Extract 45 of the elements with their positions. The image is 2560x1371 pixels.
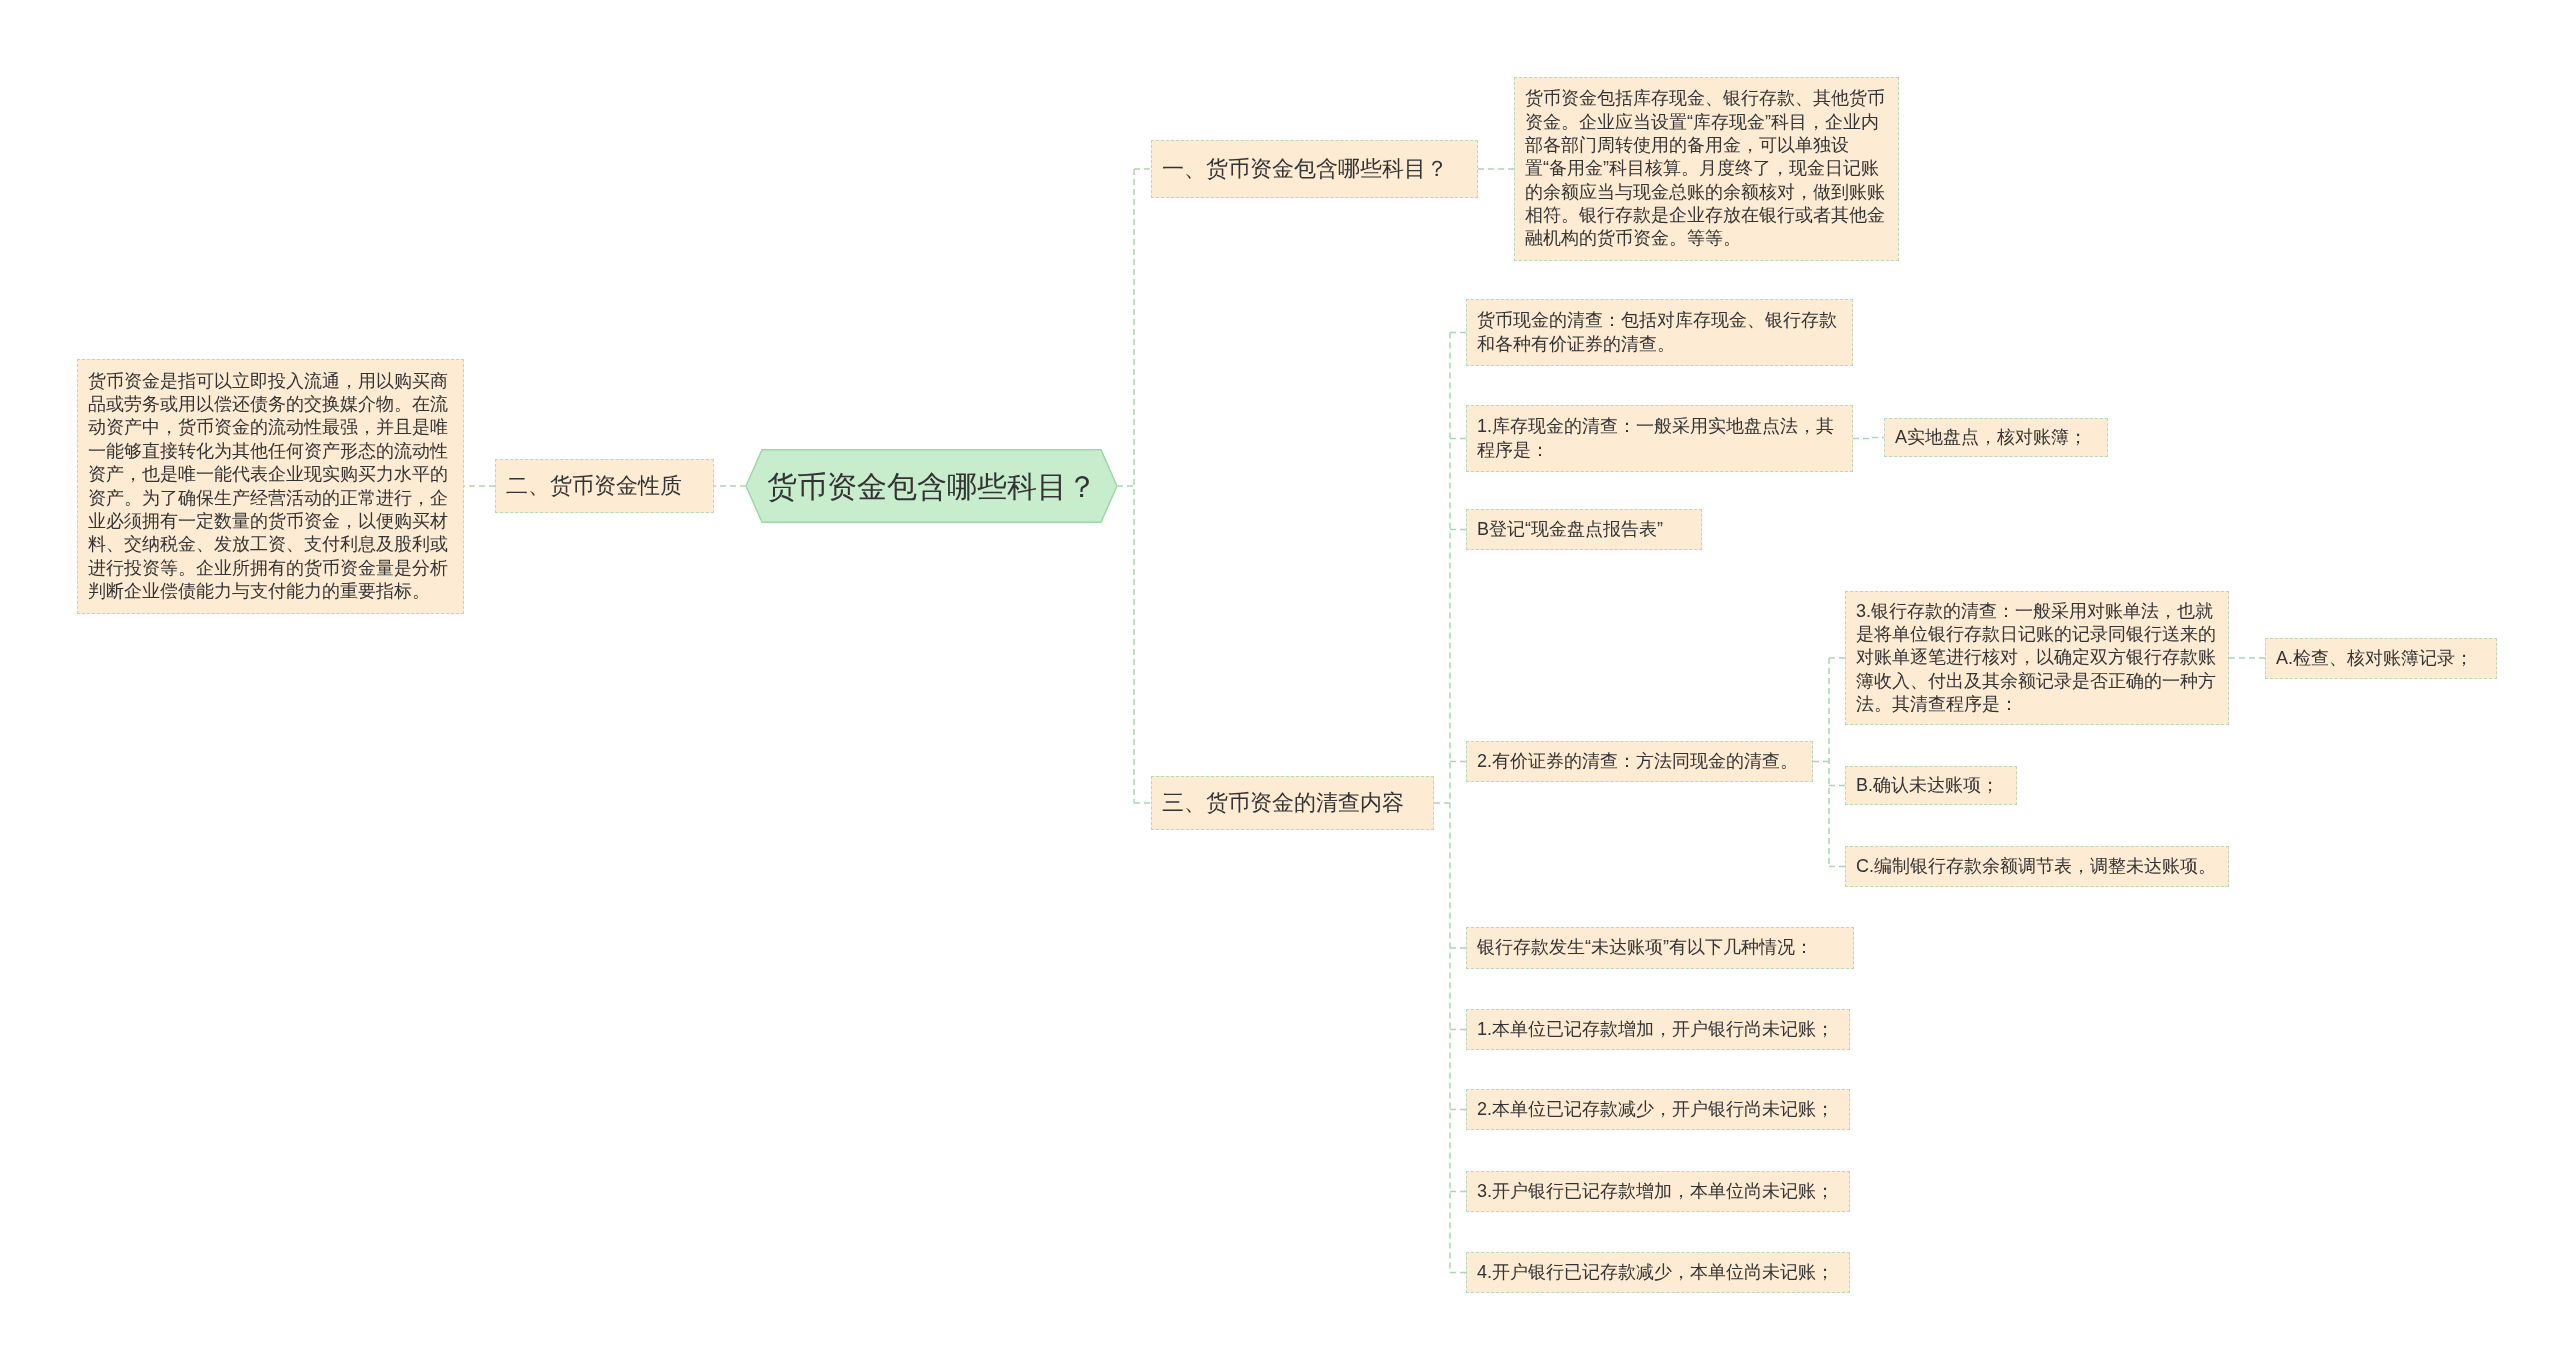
subtopic-box xyxy=(1466,1171,1850,1212)
subtopic-box xyxy=(1514,77,1899,261)
subtopic-box xyxy=(1466,299,1853,366)
subtopic-box xyxy=(1466,405,1853,472)
subtopic-box xyxy=(1845,846,2229,887)
subtopic-text: 2.有价证券的清查：方法同现金的清查。 xyxy=(1477,749,1798,773)
connector-line xyxy=(1812,657,1846,868)
subtopic-text: 货币资金包括库存现金、银行存款、其他货币资金。企业应当设置“库存现金”科目，企业内部各部门周转使用的备用金，可以单独设置“备用金”科目核算。月度终了，现金日记账的余额应当与现金总账的余额核对，做到账账相符。银行存款是企业存放在银行或者其他金融机构的货币资金。等等。 xyxy=(1525,87,1886,251)
connector-line xyxy=(2228,657,2266,659)
subtopic-text: 4.开户银行已记存款减少，本单位尚未记账； xyxy=(1477,1260,1834,1284)
subtopic-box xyxy=(2265,638,2497,679)
subtopic-text: A实地盘点，核对账簿； xyxy=(1895,425,2087,449)
branch-topic-text: 三、货币资金的清查内容 xyxy=(1162,788,1404,817)
subtopic-text: 3.开户银行已记存款增加，本单位尚未记账； xyxy=(1477,1179,1834,1203)
branch-topic-box xyxy=(495,459,714,513)
branch-topic-text: 二、货币资金性质 xyxy=(506,471,682,500)
subtopic-text: B.确认未达账项； xyxy=(1856,773,1999,797)
subtopic-box xyxy=(1884,418,2108,457)
connector-line xyxy=(1852,436,1885,440)
connector-line xyxy=(713,485,747,487)
subtopic-box xyxy=(1466,1089,1850,1130)
connector-line xyxy=(1433,331,1467,1274)
subtopic-text: 1.本单位已记存款增加，开户银行尚未记账； xyxy=(1477,1017,1834,1041)
subtopic-text: B登记“现金盘点报告表” xyxy=(1477,517,1663,541)
branch-topic-text: 一、货币资金包含哪些科目？ xyxy=(1162,154,1448,183)
connector-line xyxy=(1477,168,1515,170)
subtopic-text: 1.库存现金的清查：一般采用实地盘点法，其程序是： xyxy=(1477,415,1835,462)
subtopic-text: 3.银行存款的清查：一般采用对账单法，也就是将单位银行存款日记账的记录同银行送来的对账单逐笔进行核对，以确定双方银行存款账簿收入、付出及其余额记录是否正确的一种方法。其清查程序是： xyxy=(1856,599,2217,717)
subtopic-text: C.编制银行存款余额调节表，调整未达账项。 xyxy=(1856,854,2216,878)
subtopic-text: 货币资金是指可以立即投入流通，用以购买商品或劳务或用以偿还债务的交换媒介物。在流动资产中，货币资金的流动性最强，并且是唯一能够直接转化为其他任何资产形态的流动性资产，也是唯一能代表企业现实购买力水平的资产。为了确保生产经营活动的正常进行，企业必须拥有一定数量的货币资金，以便购买材料、交纳税金、发放工资、支付利息及股利或进行投资等。企业所拥有的货币资金量是分析判断企业偿债能力与支付能力的重要指标。 xyxy=(88,369,449,604)
central-topic-text: 货币资金包含哪些科目？ xyxy=(766,468,1097,505)
subtopic-box xyxy=(1845,766,2017,805)
subtopic-box xyxy=(1466,1009,1850,1050)
subtopic-box xyxy=(1466,927,1854,969)
branch-topic-box xyxy=(1151,776,1434,830)
subtopic-box xyxy=(1845,591,2229,725)
branch-topic-box xyxy=(1151,140,1478,198)
subtopic-text: 银行存款发生“未达账项”有以下几种情况： xyxy=(1477,936,1813,960)
connector-line xyxy=(1116,168,1152,804)
subtopic-text: 货币现金的清查：包括对库存现金、银行存款和各种有价证券的清查。 xyxy=(1477,309,1838,356)
subtopic-text: 2.本单位已记存款减少，开户银行尚未记账； xyxy=(1477,1097,1834,1121)
subtopic-box xyxy=(1466,741,1813,782)
subtopic-text: A.检查、核对账簿记录； xyxy=(2276,646,2473,670)
subtopic-box xyxy=(1466,509,1702,550)
subtopic-box xyxy=(1466,1252,1850,1293)
